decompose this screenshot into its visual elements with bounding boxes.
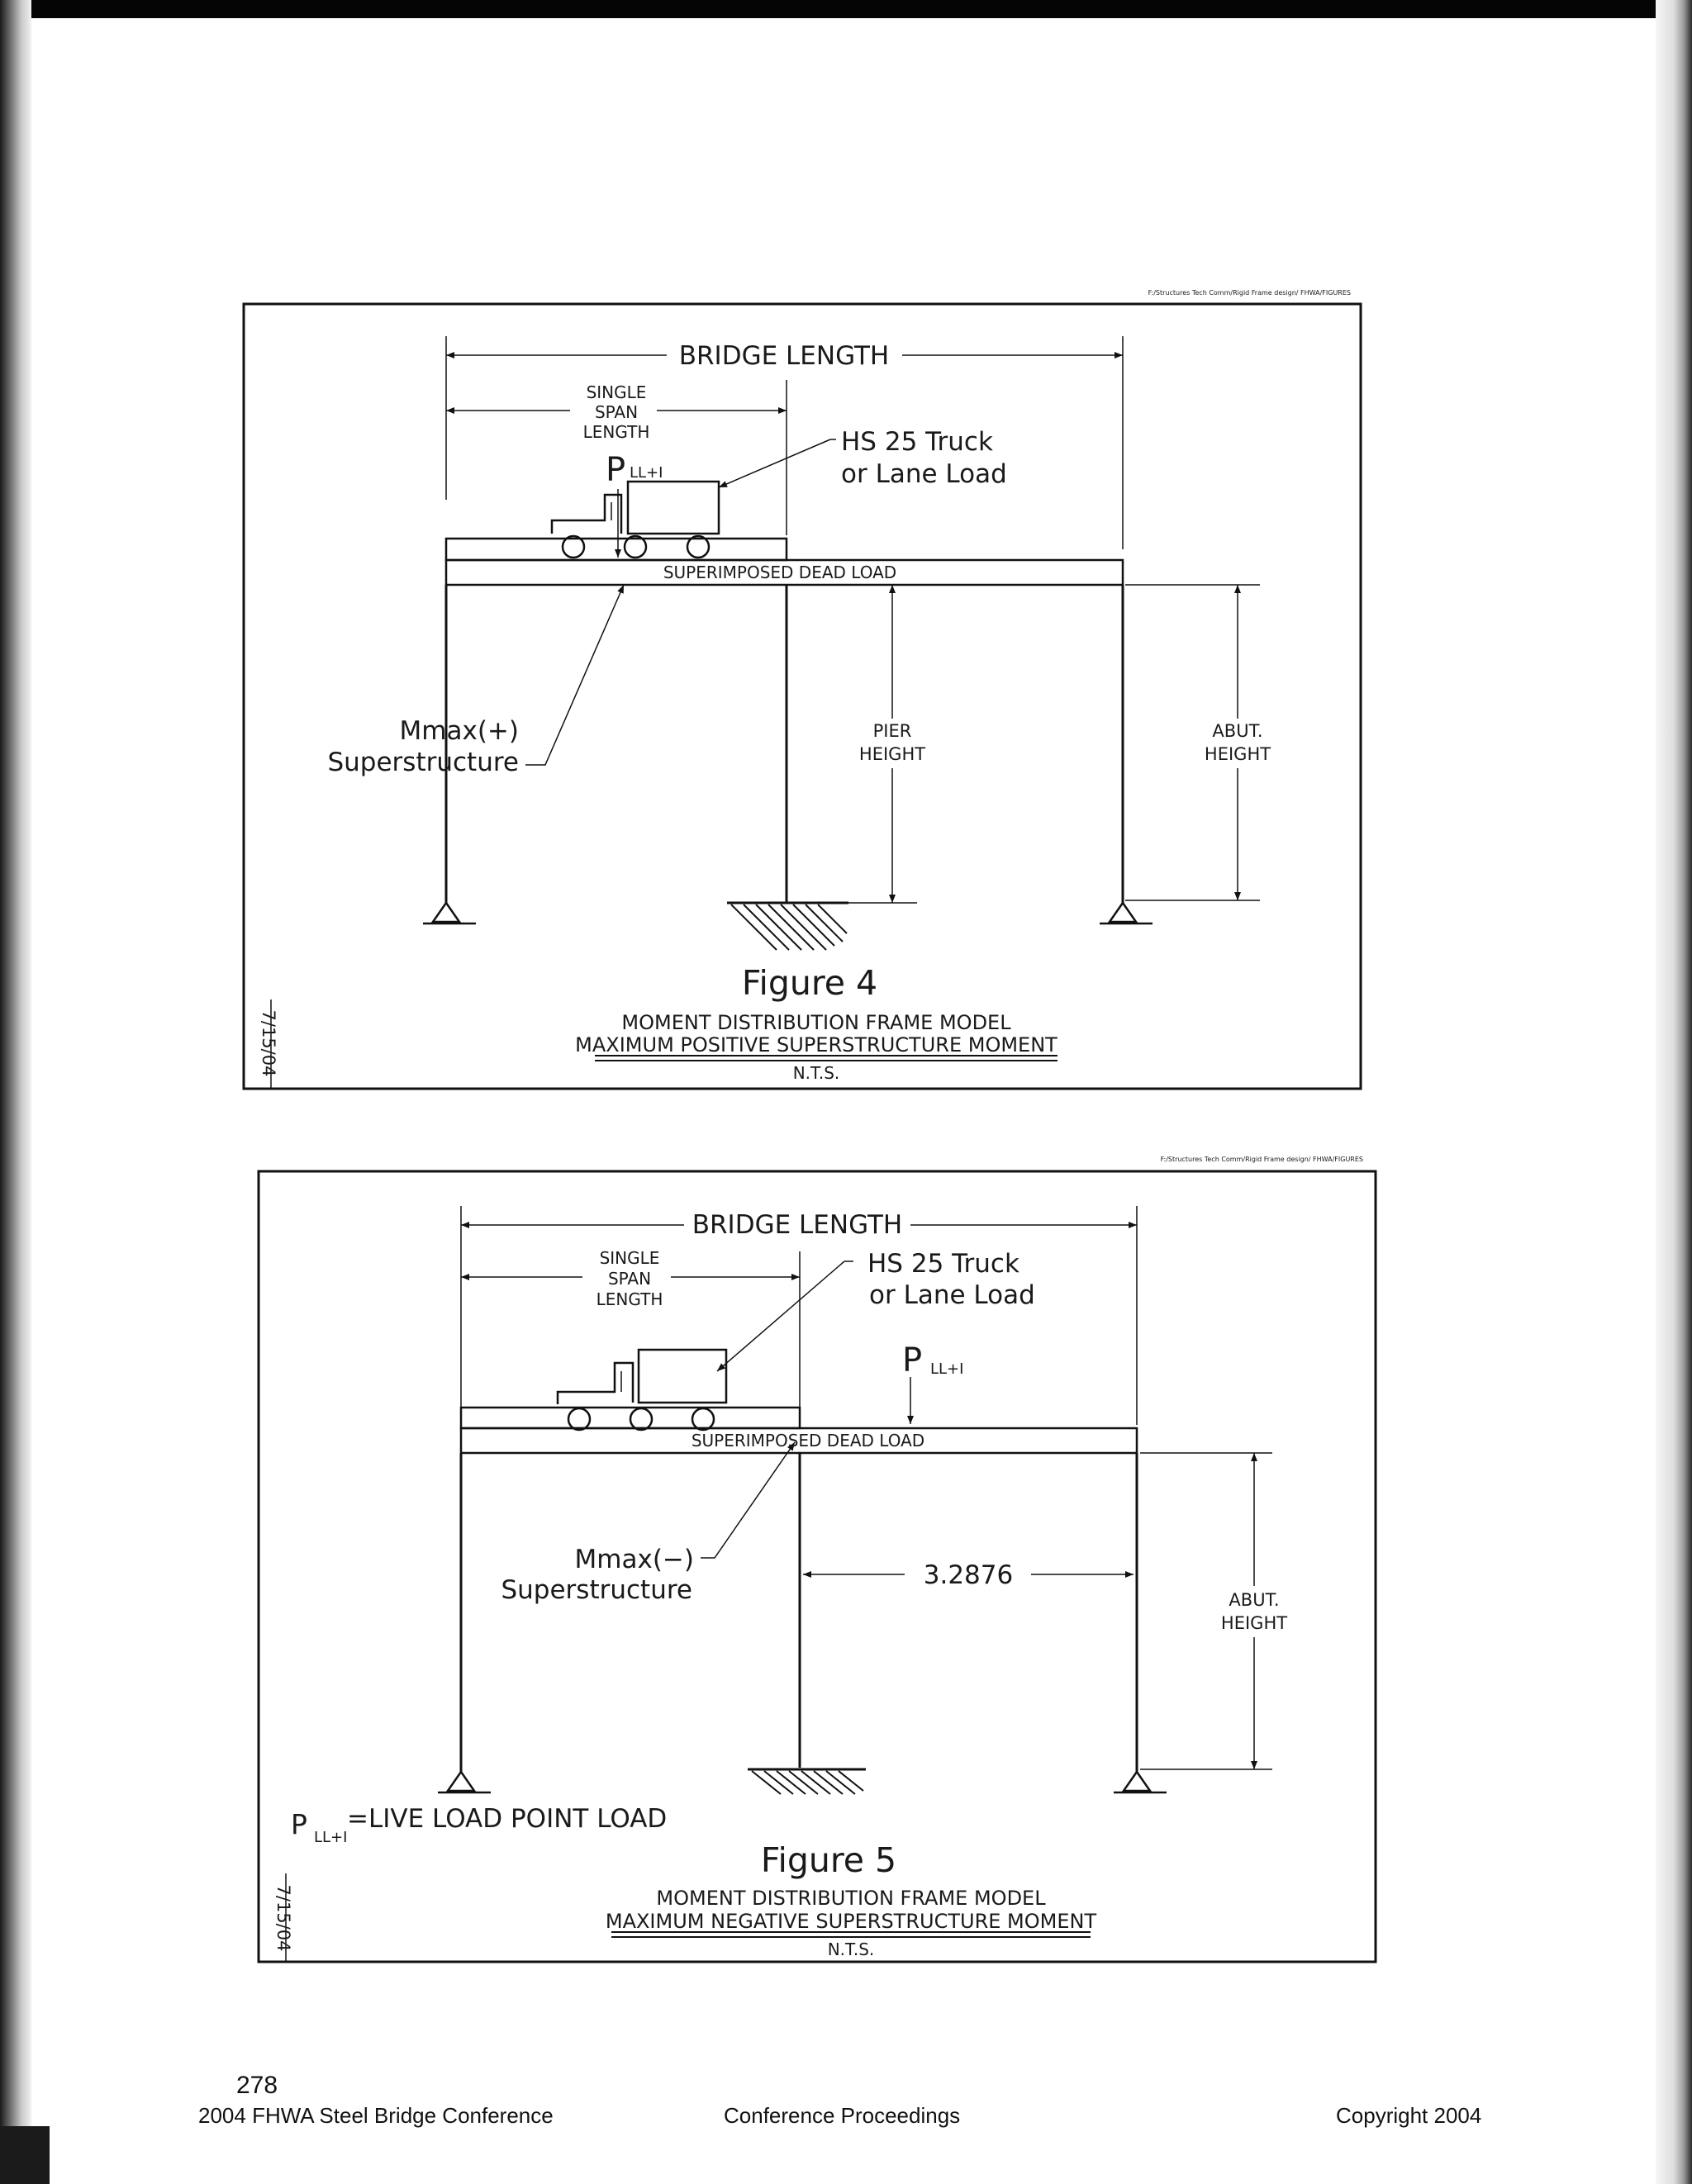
caption-line-2: MAXIMUM POSITIVE SUPERSTRUCTURE MOMENT [575, 1033, 1058, 1056]
file-path-label: F:/Structures Tech Comm/Rigid Frame desi… [1148, 289, 1351, 297]
page-number: 278 [236, 2072, 278, 2099]
pin-support-right [1100, 900, 1153, 925]
figure-4: F:/Structures Tech Comm/Rigid Frame desi… [242, 289, 1362, 1090]
caption-line-2: MAXIMUM NEGATIVE SUPERSTRUCTURE MOMENT [606, 1910, 1097, 1933]
bridge-length-label: BRIDGE LENGTH [692, 1210, 903, 1240]
bridge-length-label: BRIDGE LENGTH [679, 341, 890, 371]
file-path-label: F:/Structures Tech Comm/Rigid Frame desi… [1161, 1156, 1363, 1163]
date-label: 7/15/04 [259, 1010, 278, 1077]
truck-icon [550, 480, 720, 559]
single-span-label-3: LENGTH [583, 422, 650, 442]
single-span-label-2: SPAN [595, 402, 638, 422]
abut-height-label-1: ABUT. [1212, 721, 1262, 741]
dead-load-deck [444, 558, 1124, 586]
figure-border [242, 302, 1362, 1090]
single-span-label-1: SINGLE [600, 1248, 660, 1268]
footer-proceedings: Conference Proceedings [724, 2103, 961, 2128]
pier-height-label-2: HEIGHT [859, 744, 925, 764]
pin-support-right [1114, 1769, 1167, 1794]
load-p-label: P [606, 451, 625, 489]
figure-border [257, 1170, 1377, 1963]
abut-height-label-2: HEIGHT [1221, 1613, 1287, 1633]
single-span-label-2: SPAN [608, 1269, 651, 1289]
pin-support-left [423, 900, 476, 925]
scan-corner-bottom-left [0, 2126, 50, 2184]
load-subscript: LL+I [630, 464, 663, 482]
moment-label-2: Superstructure [501, 1575, 692, 1605]
load-p-label: P [902, 1341, 922, 1379]
scale-label: N.T.S. [828, 1939, 875, 1959]
legend-subscript: LL+I [314, 1829, 347, 1846]
fixed-support [727, 901, 848, 951]
single-span-label-3: LENGTH [596, 1289, 663, 1309]
date-label: 7/15/04 [273, 1885, 293, 1952]
pin-support-left [438, 1769, 491, 1794]
footer-conference-name: 2004 FHWA Steel Bridge Conference [198, 2103, 554, 2128]
dead-load-label: SUPERIMPOSED DEAD LOAD [692, 1431, 924, 1450]
moment-label-2: Superstructure [327, 748, 519, 777]
scan-binding-shadow-left [0, 0, 31, 2184]
truck-label-2: or Lane Load [841, 459, 1007, 489]
caption-line-1: MOMENT DISTRIBUTION FRAME MODEL [621, 1011, 1011, 1034]
figure-title: Figure 4 [742, 963, 877, 1003]
footer-copyright: Copyright 2004 [1336, 2103, 1482, 2128]
moment-label-1: Mmax(+) [400, 716, 519, 746]
single-span-label-1: SINGLE [587, 382, 647, 402]
scan-edge-top [0, 0, 1692, 18]
scan-page-edge-right [1656, 0, 1692, 2184]
span-dimension-label: 3.2876 [924, 1560, 1013, 1590]
moment-label-1: Mmax(−) [575, 1545, 694, 1574]
legend-text: =LIVE LOAD POINT LOAD [347, 1804, 667, 1834]
truck-label-2: or Lane Load [869, 1280, 1035, 1310]
truck-label-1: HS 25 Truck [841, 427, 993, 457]
dead-load-label: SUPERIMPOSED DEAD LOAD [663, 563, 896, 582]
abut-height-label-2: HEIGHT [1205, 744, 1271, 764]
caption-line-1: MOMENT DISTRIBUTION FRAME MODEL [656, 1887, 1046, 1910]
truck-label-1: HS 25 Truck [867, 1249, 1019, 1279]
figure-title: Figure 5 [761, 1840, 896, 1880]
scale-label: N.T.S. [793, 1063, 840, 1083]
abut-height-label-1: ABUT. [1229, 1590, 1279, 1610]
load-subscript: LL+I [930, 1360, 963, 1378]
truck-icon [556, 1348, 728, 1431]
figure-5: F:/Structures Tech Comm/Rigid Frame desi… [257, 1156, 1377, 1963]
legend-p: P [291, 1808, 307, 1840]
truck-deck [444, 537, 788, 562]
fixed-support [748, 1768, 866, 1795]
pier-height-label-1: PIER [873, 721, 912, 741]
